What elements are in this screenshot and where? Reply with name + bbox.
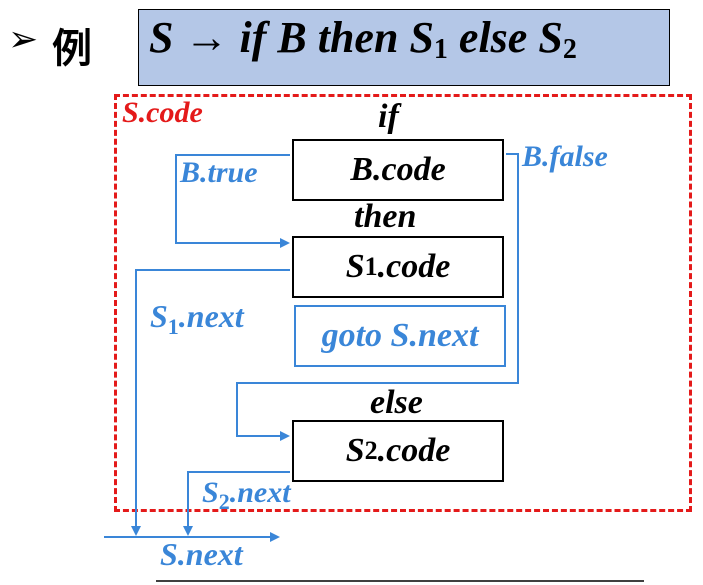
production-box: S → if B then S1 else S2 [138,9,670,86]
b-code-box: B.code [292,139,504,201]
s1-next-arrow [131,269,290,536]
scode-label: S.code [122,96,203,129]
b-true-arrow [175,154,290,248]
goto-snext-box: goto S.next [294,305,506,367]
then-label: then [354,198,417,235]
b-false-label: B.false [522,140,608,173]
s-next-label: S.next [160,536,243,572]
production-then: then [317,13,399,62]
s2-next-arrow [183,471,290,536]
example-label: 例 [52,26,92,72]
production-lhs: S [149,13,174,62]
if-label: if [378,98,399,135]
else-label: else [370,384,423,421]
production-rule: S → if B then S1 else S2 [149,12,577,66]
production-if: if [239,13,267,62]
bullet-arrow-icon: ➢ [8,18,39,59]
s2-next-label: S2.next [202,476,291,514]
production-cond: B [277,13,307,62]
production-arrow: → [184,13,229,62]
production-else: else [458,13,528,62]
b-false-arrow [236,153,519,441]
scode-frame [114,94,692,512]
s1-next-label: S1.next [150,298,244,339]
production-s2: S2 [538,13,577,65]
production-s1: S1 [409,13,448,65]
b-true-label: B.true [180,156,258,189]
